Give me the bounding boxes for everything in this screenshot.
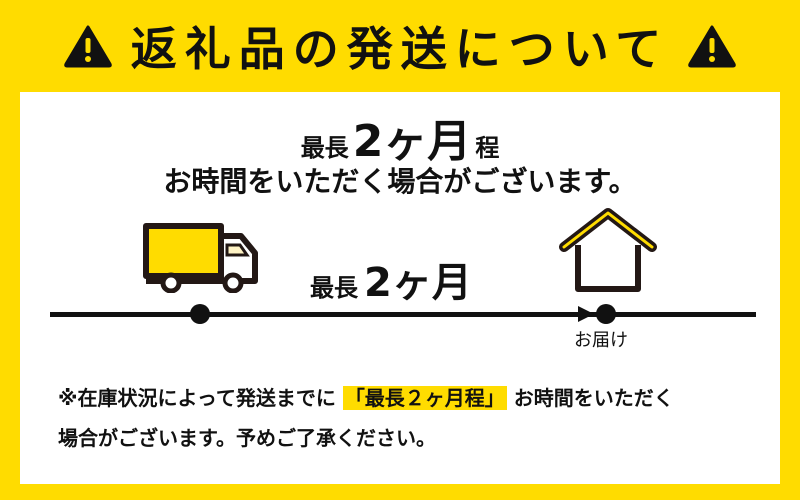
timeline-start-dot [190, 304, 210, 324]
note-line1-after: お時間をいただく [513, 386, 674, 410]
duration-prefix: 最長 [310, 274, 358, 302]
headline-subline: お時間をいただく場合がございます。 [163, 165, 637, 198]
timeline-line [50, 312, 756, 317]
note-highlight: 「最長２ヶ月程」 [342, 386, 507, 410]
headline: 最長2ヶ月程 [0, 105, 800, 169]
headline-prefix: 最長 [300, 134, 349, 162]
headline-emphasis: 2ヶ月 [352, 116, 472, 167]
warning-icon [63, 25, 112, 68]
headline-suffix: 程 [475, 134, 500, 162]
timeline-end-dot [596, 304, 616, 324]
note-line2: 場合がございます。予めご了承ください。 [58, 426, 436, 450]
delivery-label: お届け [574, 330, 628, 351]
note-line1-before: ※在庫状況によって発送までに [58, 386, 336, 410]
page-title: 返礼品の発送について [130, 22, 670, 76]
house-icon [559, 208, 657, 292]
header-banner: 返礼品の発送について [0, 0, 800, 92]
warning-icon [688, 25, 737, 68]
duration-value: 2ヶ月 [364, 260, 472, 306]
content-panel [20, 92, 780, 484]
arrow-icon [578, 306, 594, 322]
truck-icon [143, 223, 258, 293]
note: ※在庫状況によって発送までに 「最長２ヶ月程」 お時間をいただく 場合がございま… [58, 378, 778, 458]
